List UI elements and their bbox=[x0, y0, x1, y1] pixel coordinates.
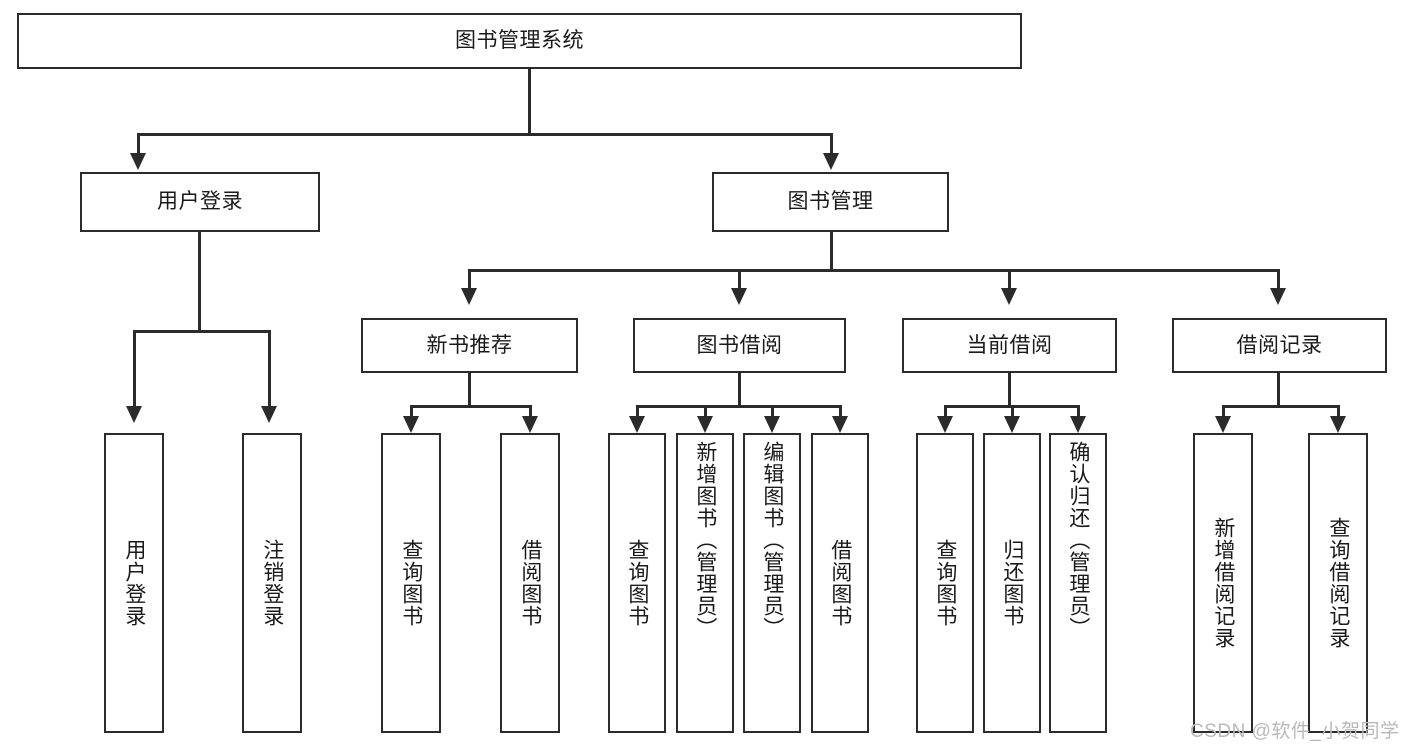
edge-user-login-stem bbox=[198, 232, 201, 332]
node-label: 图书管理 bbox=[787, 190, 874, 214]
edge-nbr-bus bbox=[410, 405, 532, 408]
leaf-nbr-query-book[interactable]: 查询图书 bbox=[381, 433, 441, 733]
arrow-bb-child-3 bbox=[764, 416, 780, 433]
node-current-borrow[interactable]: 当前借阅 bbox=[902, 318, 1117, 373]
arrow-to-book-management bbox=[823, 153, 839, 170]
node-label: 查询借阅记录 bbox=[1326, 517, 1350, 649]
edge-br-bus bbox=[1222, 405, 1340, 408]
node-label: 确认归还（管理员） bbox=[1066, 441, 1090, 639]
edge-bm-leg-2 bbox=[738, 269, 741, 291]
leaf-cb-confirm-return-admin[interactable]: 确认归还（管理员） bbox=[1049, 433, 1107, 733]
arrow-to-logout-leaf bbox=[261, 406, 277, 423]
leaf-bb-query-book[interactable]: 查询图书 bbox=[608, 433, 666, 733]
edge-br-leg-2 bbox=[1337, 405, 1340, 419]
node-label: 用户登录 bbox=[157, 190, 243, 214]
edge-cb-leg-2 bbox=[1011, 405, 1014, 419]
edge-br-stem bbox=[1277, 373, 1280, 407]
leaf-cb-query-book[interactable]: 查询图书 bbox=[916, 433, 974, 733]
edge-nbr-stem bbox=[468, 373, 471, 407]
leaf-cb-return-book[interactable]: 归还图书 bbox=[983, 433, 1041, 733]
arrow-nbr-child-1 bbox=[403, 416, 419, 433]
node-label: 编辑图书（管理员） bbox=[760, 441, 784, 639]
edge-cb-stem bbox=[1008, 373, 1011, 407]
node-label: 查询图书 bbox=[933, 539, 957, 627]
node-user-login[interactable]: 用户登录 bbox=[80, 172, 320, 232]
edge-bm-leg-3 bbox=[1008, 269, 1011, 291]
leaf-logout[interactable]: 注销登录 bbox=[242, 433, 302, 733]
leaf-user-login[interactable]: 用户登录 bbox=[104, 433, 164, 733]
node-label: 归还图书 bbox=[1000, 539, 1024, 627]
edge-nbr-leg-2 bbox=[529, 405, 532, 419]
node-label: 查询图书 bbox=[625, 539, 649, 627]
node-label: 用户登录 bbox=[122, 539, 146, 627]
edge-bb-bus bbox=[636, 405, 842, 408]
edge-root-bus bbox=[137, 133, 833, 136]
edge-bb-stem bbox=[738, 373, 741, 407]
edge-nbr-leg-1 bbox=[410, 405, 413, 419]
edge-bm-leg-4 bbox=[1277, 269, 1280, 291]
arrow-cb-child-2 bbox=[1004, 416, 1020, 433]
edge-root-leg-right bbox=[830, 133, 833, 157]
edge-bm-leg-1 bbox=[468, 269, 471, 291]
arrow-to-new-book-recommend bbox=[461, 288, 477, 305]
node-book-management[interactable]: 图书管理 bbox=[712, 172, 949, 232]
watermark-text: CSDN @软件_小贺同学 bbox=[1190, 721, 1400, 742]
arrow-to-current-borrow bbox=[1001, 288, 1017, 305]
edge-br-leg-1 bbox=[1222, 405, 1225, 419]
edge-bb-leg-3 bbox=[771, 405, 774, 419]
edge-user-login-bus bbox=[133, 330, 271, 333]
arrow-to-user-login-leaf bbox=[126, 406, 142, 423]
node-new-book-recommend[interactable]: 新书推荐 bbox=[361, 318, 578, 373]
edge-bb-leg-4 bbox=[839, 405, 842, 419]
edge-bb-leg-2 bbox=[704, 405, 707, 419]
edge-bb-leg-1 bbox=[636, 405, 639, 419]
node-label: 图书借阅 bbox=[696, 333, 783, 357]
arrow-to-book-borrow bbox=[731, 288, 747, 305]
arrow-bb-child-4 bbox=[832, 416, 848, 433]
leaf-nbr-borrow-book[interactable]: 借阅图书 bbox=[500, 433, 560, 733]
node-label: 注销登录 bbox=[260, 539, 284, 627]
arrow-nbr-child-2 bbox=[522, 416, 538, 433]
edge-book-management-stem bbox=[830, 232, 833, 272]
node-book-borrow[interactable]: 图书借阅 bbox=[633, 318, 846, 373]
edge-root-leg-left bbox=[137, 133, 140, 157]
node-label: 新增借阅记录 bbox=[1211, 517, 1235, 649]
leaf-br-add-record[interactable]: 新增借阅记录 bbox=[1193, 433, 1253, 733]
arrow-bb-child-1 bbox=[629, 416, 645, 433]
edge-user-login-leg-2 bbox=[268, 330, 271, 410]
leaf-bb-borrow-book[interactable]: 借阅图书 bbox=[811, 433, 869, 733]
edge-book-management-bus bbox=[468, 269, 1280, 272]
arrow-bb-child-2 bbox=[697, 416, 713, 433]
edge-root-stem bbox=[528, 69, 531, 135]
arrow-cb-child-1 bbox=[937, 416, 953, 433]
node-label: 借阅图书 bbox=[828, 539, 852, 627]
edge-cb-leg-1 bbox=[944, 405, 947, 419]
edge-user-login-leg-1 bbox=[133, 330, 136, 410]
node-root-book-management-system[interactable]: 图书管理系统 bbox=[17, 13, 1022, 69]
node-label: 当前借阅 bbox=[966, 333, 1053, 357]
node-label: 新书推荐 bbox=[426, 333, 513, 357]
arrow-br-child-1 bbox=[1215, 416, 1231, 433]
arrow-br-child-2 bbox=[1330, 416, 1346, 433]
leaf-br-query-record[interactable]: 查询借阅记录 bbox=[1308, 433, 1368, 733]
arrow-to-borrow-records bbox=[1270, 288, 1286, 305]
node-label: 新增图书（管理员） bbox=[693, 441, 717, 639]
arrow-cb-child-3 bbox=[1070, 416, 1086, 433]
arrow-to-user-login bbox=[130, 153, 146, 170]
node-label: 查询图书 bbox=[399, 539, 423, 627]
leaf-bb-edit-book-admin[interactable]: 编辑图书（管理员） bbox=[743, 433, 801, 733]
edge-cb-leg-3 bbox=[1077, 405, 1080, 419]
node-borrow-records[interactable]: 借阅记录 bbox=[1172, 318, 1387, 373]
node-label: 借阅记录 bbox=[1236, 333, 1323, 357]
node-label: 借阅图书 bbox=[518, 539, 542, 627]
node-label: 图书管理系统 bbox=[455, 29, 584, 53]
leaf-bb-add-book-admin[interactable]: 新增图书（管理员） bbox=[676, 433, 734, 733]
